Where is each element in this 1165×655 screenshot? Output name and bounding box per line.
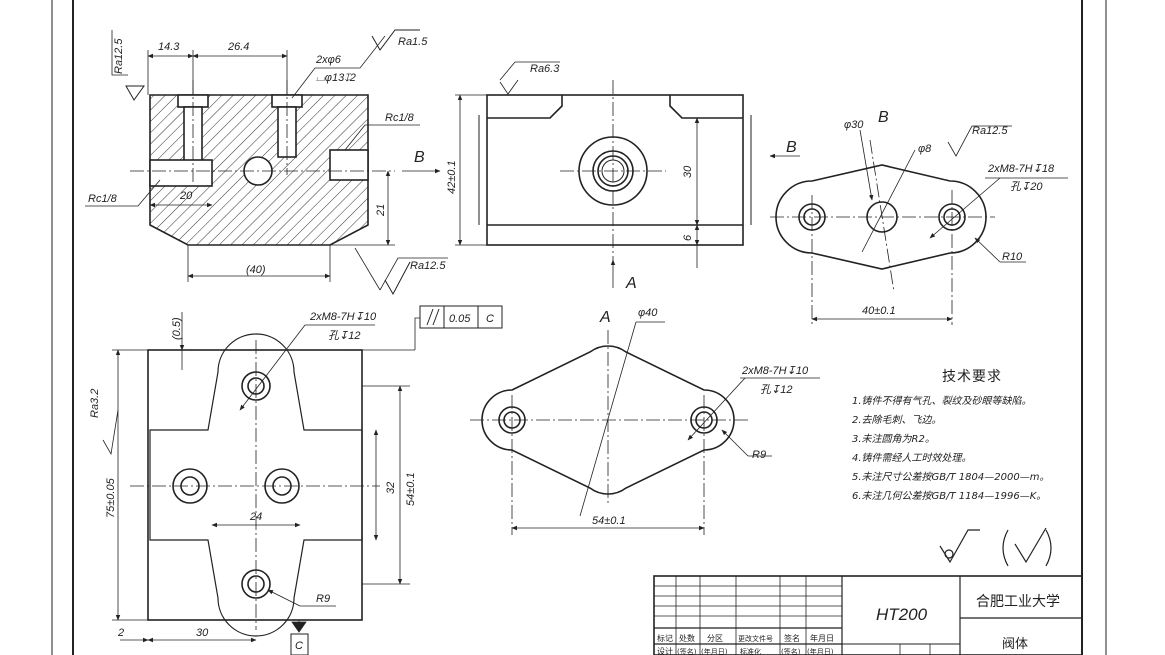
roughness-bottom: Ra12.5 bbox=[410, 260, 446, 272]
plan-view bbox=[130, 333, 380, 637]
technical-requirements: 技术要求 1.铸件不得有气孔、裂纹及砂眼等缺陷。 2.去除毛刺、飞边。 3.未注… bbox=[852, 366, 1082, 506]
tb-row2-0: 设计 bbox=[657, 646, 673, 655]
datum-c-box bbox=[290, 633, 309, 655]
plan-dim-24: 24 bbox=[249, 511, 262, 523]
side-roughness: Ra12.5 bbox=[972, 125, 1008, 137]
parallel-datum: C bbox=[486, 313, 494, 325]
view-a-label: A bbox=[599, 309, 611, 326]
material-label: HT200 bbox=[876, 605, 928, 624]
side-thread-note: 2xM8-7H↧18 bbox=[987, 163, 1055, 175]
plan-view-dimensions bbox=[102, 312, 420, 643]
view-marker-b: B bbox=[414, 149, 425, 166]
requirement-item: 5.未注尺寸公差按GB/T 1804—2000—m。 bbox=[852, 472, 1050, 483]
plan-thread-note: 2xM8-7H↧10 bbox=[309, 311, 377, 323]
tb-header-4: 签名 bbox=[784, 633, 800, 643]
dim-21: 21 bbox=[375, 204, 387, 217]
holes-note: 2xφ6 bbox=[315, 54, 342, 66]
parallel-tolerance: 0.05 bbox=[449, 313, 471, 325]
section-view-dimensions bbox=[85, 30, 448, 291]
tb-row2-2: (年月日) bbox=[701, 647, 728, 655]
technical-requirements-title: 技术要求 bbox=[942, 369, 1002, 385]
tb-header-5: 年月日 bbox=[810, 633, 834, 643]
section-view bbox=[130, 80, 395, 246]
view-a bbox=[470, 330, 750, 535]
tb-row2-4: (签名) bbox=[781, 647, 801, 655]
requirement-item: 6.未注几何公差按GB/T 1184—1996—K。 bbox=[852, 491, 1047, 502]
roughness-left: Ra12.5 bbox=[113, 38, 125, 74]
plan-radius: R9 bbox=[316, 593, 330, 605]
requirement-item: 3.未注圆角为R2。 bbox=[852, 434, 935, 445]
title-block-text: HT200 合肥工业大学 阀体 标记 处数 分区 更改文件号 签名 年月日 设计… bbox=[657, 594, 1060, 655]
plan-dim-54: 54±0.1 bbox=[405, 472, 417, 506]
section-view-text: 14.3 26.4 2xφ6 ⌴φ13↧2 Ra1.5 Ra12.5 Rc1/8… bbox=[88, 36, 446, 276]
view-a-thread-note: 2xM8-7H↧10 bbox=[741, 365, 809, 377]
thread-right: Rc1/8 bbox=[385, 112, 415, 124]
plan-dim-32: 32 bbox=[385, 482, 397, 494]
plan-dim-75: 75±0.05 bbox=[105, 477, 117, 518]
tb-header-3: 更改文件号 bbox=[738, 634, 773, 643]
plan-dim-30: 30 bbox=[196, 627, 209, 639]
parallelism-frame bbox=[419, 305, 503, 329]
front-view bbox=[478, 80, 752, 260]
drawing-frame bbox=[51, 0, 1107, 655]
view-a-radius: R9 bbox=[752, 449, 766, 461]
front-view-text: Ra6.3 42±0.1 30 6 A bbox=[446, 63, 694, 292]
tb-header-0: 标记 bbox=[657, 633, 673, 643]
requirement-item: 4.铸件需经人工时效处理。 bbox=[852, 453, 972, 464]
counterbore-note: ⌴φ13↧2 bbox=[316, 72, 356, 84]
front-roughness: Ra6.3 bbox=[530, 63, 560, 75]
front-height-dim: 42±0.1 bbox=[446, 160, 458, 194]
plan-thread-note-2: 孔↧12 bbox=[328, 330, 360, 342]
tb-header-1: 处数 bbox=[679, 633, 695, 643]
general-roughness-symbol bbox=[939, 527, 1052, 567]
dim-26-4: 26.4 bbox=[227, 41, 249, 53]
view-a-width-dim: 54±0.1 bbox=[592, 515, 626, 527]
side-view-text: B φ30 B φ8 Ra12.5 2xM8-7H↧18 孔↧20 R10 40… bbox=[786, 109, 1055, 317]
side-width-dim: 40±0.1 bbox=[862, 305, 896, 317]
title-block-lines bbox=[653, 575, 1083, 655]
school-name: 合肥工业大学 bbox=[976, 594, 1060, 610]
front-dim-30: 30 bbox=[682, 165, 694, 178]
requirement-item: 1.铸件不得有气孔、裂纹及砂眼等缺陷。 bbox=[852, 396, 1032, 407]
side-view bbox=[770, 139, 995, 325]
front-view-dimensions bbox=[455, 61, 700, 288]
plan-dim-0-5: (0.5) bbox=[171, 317, 183, 340]
side-view-marker-b: B bbox=[786, 139, 797, 156]
tb-row2-1: (签名) bbox=[677, 647, 697, 655]
tb-header-2: 分区 bbox=[707, 634, 723, 643]
part-name: 阀体 bbox=[1002, 637, 1028, 652]
datum-c-label: C bbox=[295, 640, 303, 652]
dim-20: 20 bbox=[179, 190, 193, 202]
side-label-b: B bbox=[878, 109, 889, 126]
view-a-text: A φ40 2xM8-7H↧10 孔↧12 R9 54±0.1 bbox=[592, 307, 809, 527]
view-a-dimensions bbox=[511, 321, 820, 531]
view-a-thread-note-2: 孔↧12 bbox=[760, 384, 792, 396]
plan-roughness: Ra3.2 bbox=[89, 389, 101, 418]
requirement-item: 2.去除毛刺、飞边。 bbox=[852, 415, 942, 426]
tb-row2-3: 标准化 bbox=[740, 647, 761, 655]
side-dia-8: φ8 bbox=[918, 143, 932, 155]
side-radius: R10 bbox=[1002, 251, 1023, 263]
view-marker-a: A bbox=[625, 275, 637, 292]
front-dim-6: 6 bbox=[682, 234, 694, 241]
dim-14-3: 14.3 bbox=[158, 41, 180, 53]
tb-row2-5: (年月日) bbox=[807, 647, 834, 655]
side-thread-note-2: 孔↧20 bbox=[1010, 181, 1043, 193]
thread-left: Rc1/8 bbox=[88, 193, 118, 205]
view-a-dia-40: φ40 bbox=[638, 307, 658, 319]
side-view-dimensions bbox=[769, 125, 1068, 322]
plan-dim-2: 2 bbox=[117, 627, 124, 639]
side-dia-30: φ30 bbox=[844, 119, 864, 131]
dim-40: (40) bbox=[246, 264, 266, 276]
roughness-top: Ra1.5 bbox=[398, 36, 428, 48]
section-roughness-symbols bbox=[125, 29, 420, 296]
plan-view-text: (0.5) 2xM8-7H↧10 孔↧12 Ra3.2 0.05 C 75±0.… bbox=[89, 311, 494, 652]
